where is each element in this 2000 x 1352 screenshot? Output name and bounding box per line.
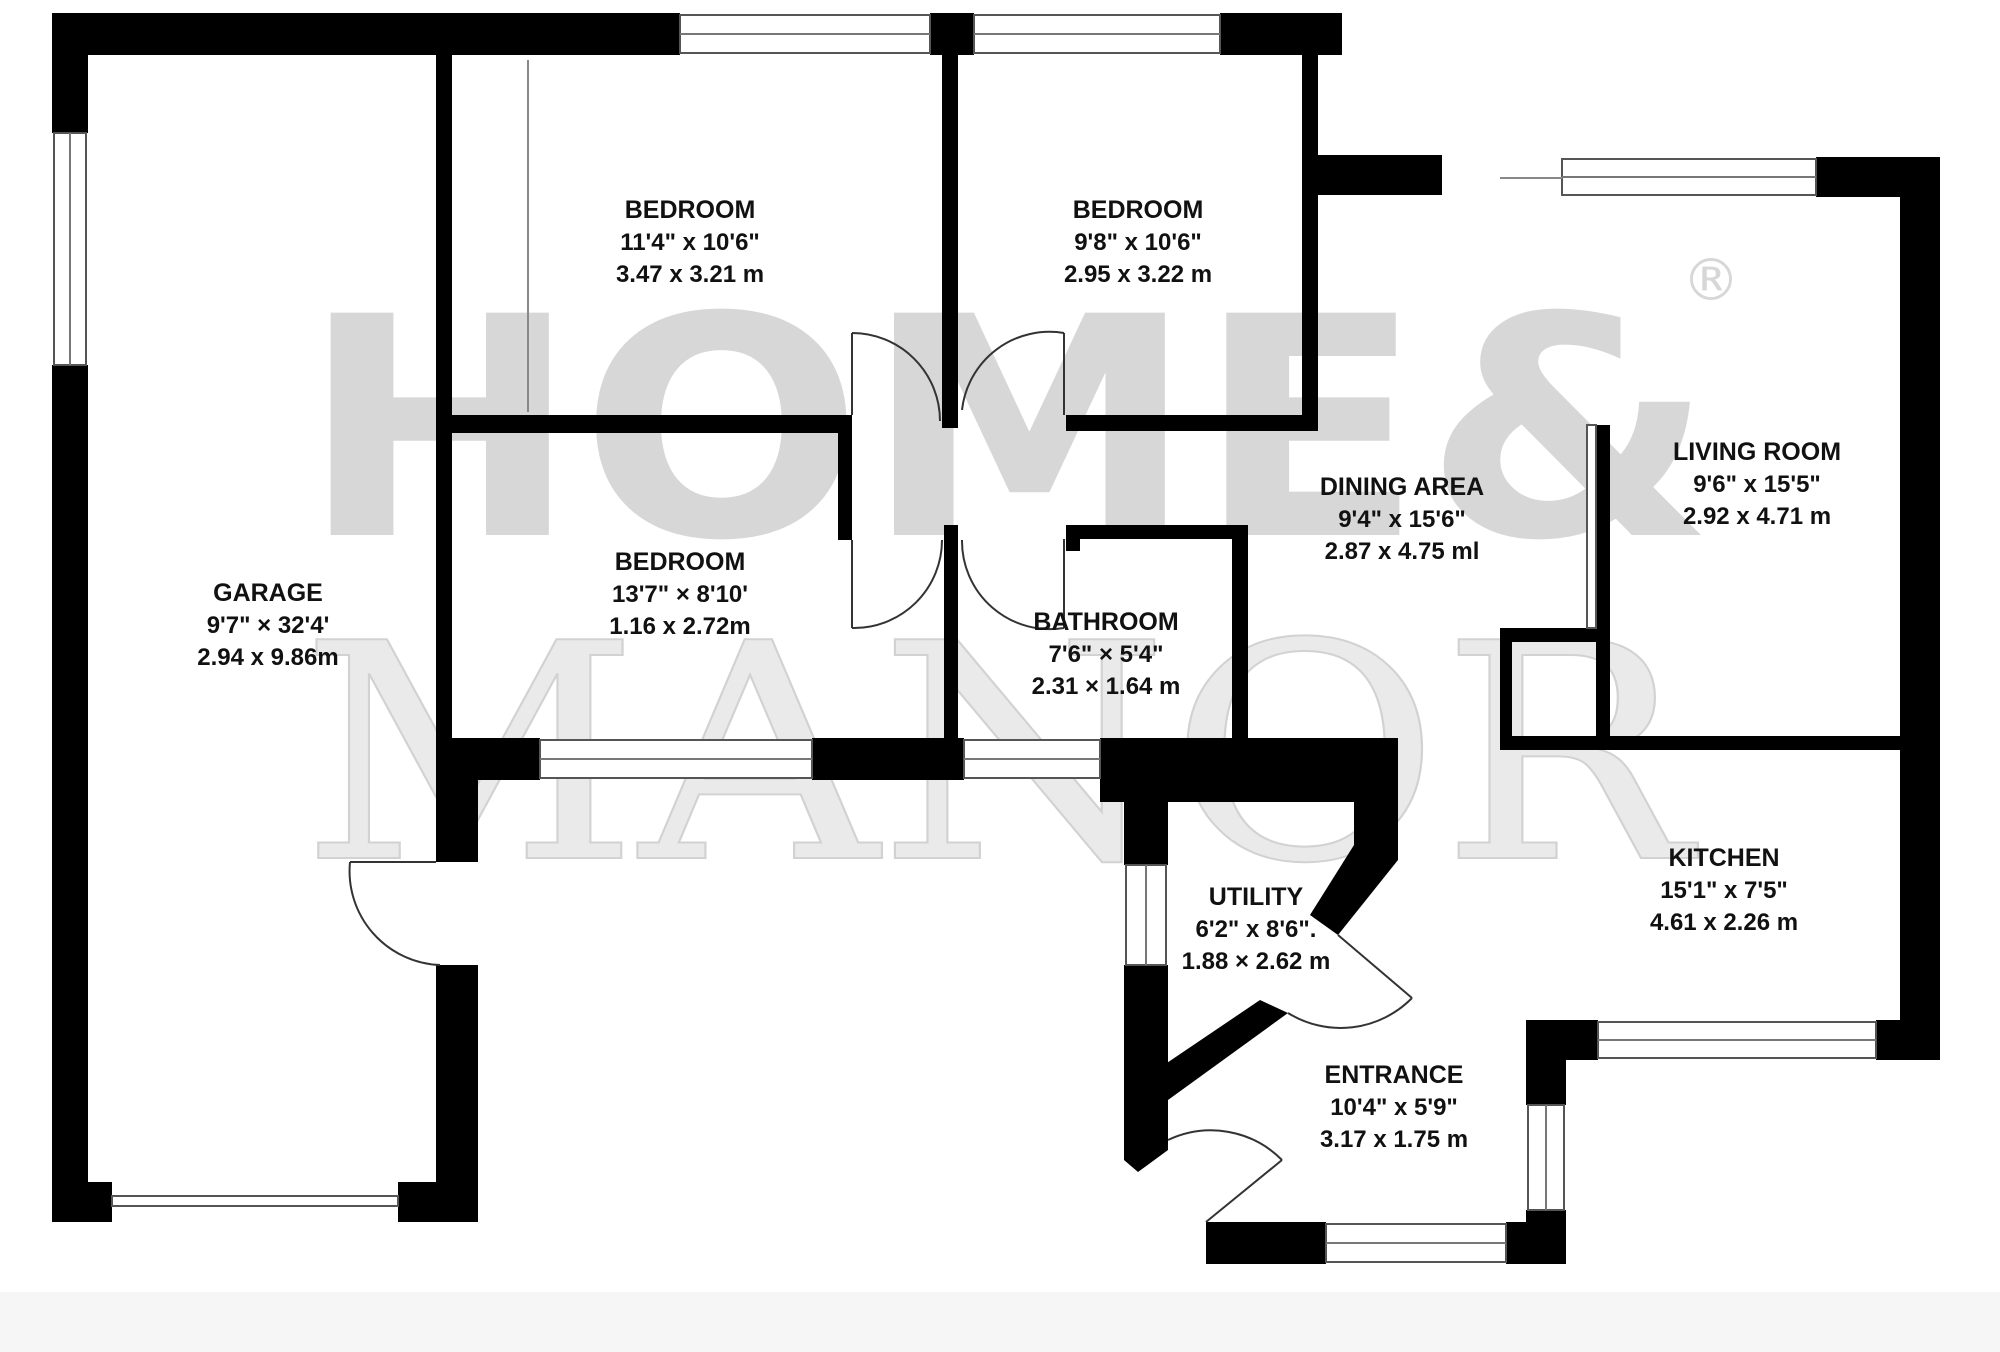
kitchen-imperial: 15'1" x 7'5": [1660, 877, 1788, 904]
wall-entrance-bottom-left: [1206, 1222, 1326, 1264]
kitchen-name: KITCHEN: [1668, 844, 1779, 872]
garage-door: [111, 1195, 399, 1207]
wall-garage-right-lower: [436, 965, 478, 1222]
bathroom-label: BATHROOM 7'6" × 5'4" 2.31 × 1.64 m: [1032, 608, 1181, 700]
wall-top-right: [1220, 13, 1342, 55]
wall-bedrooms-divider: [942, 13, 958, 428]
garage-label: GARAGE 9'7" × 32'4' 2.94 x 9.86m: [197, 579, 338, 671]
wall-garage-right: [436, 55, 452, 862]
wall-kitchen-bottom-left: [1526, 1020, 1598, 1060]
wall-utility-diagonal-lower: [1124, 1000, 1288, 1100]
wall-garage-bottom-left: [52, 1182, 112, 1222]
wall-bathroom-top: [1066, 525, 1246, 539]
dining-area-name: DINING AREA: [1320, 473, 1484, 501]
watermark-registered-mark: ®: [1682, 246, 1740, 314]
entrance-name: ENTRANCE: [1325, 1061, 1464, 1089]
garage-imperial: 9'7" × 32'4': [207, 612, 330, 639]
wall-mid-left: [436, 738, 540, 780]
bedroom-2-imperial: 9'8" x 10'6": [1074, 229, 1202, 256]
bedroom-2-metric: 2.95 x 3.22 m: [1064, 261, 1212, 288]
door-utility: [1337, 934, 1413, 999]
wall-mid-center: [812, 738, 964, 780]
bottom-margin-band: [0, 1292, 2000, 1352]
utility-metric: 1.88 × 2.62 m: [1182, 948, 1331, 975]
wall-kitchen-top: [1500, 736, 1940, 750]
dining-area-label: DINING AREA 9'4" x 15'6" 2.87 x 4.75 ml: [1320, 473, 1484, 565]
wall-top-left: [52, 13, 680, 55]
wall-garage-left: [52, 365, 88, 1222]
wall-entrance-right-bottom: [1526, 1210, 1566, 1264]
bedroom-3-metric: 1.16 x 2.72m: [609, 613, 750, 640]
utility-imperial: 6'2" x 8'6".: [1196, 916, 1317, 943]
living-room-partition: [1586, 424, 1597, 629]
utility-name: UTILITY: [1209, 883, 1304, 911]
wall-garage-left-top: [52, 13, 88, 133]
doors: [348, 330, 1413, 1223]
entrance-imperial: 10'4" x 5'9": [1330, 1094, 1458, 1121]
kitchen-metric: 4.61 x 2.26 m: [1650, 909, 1798, 936]
bedroom-3-label: BEDROOM 13'7" × 8'10' 1.16 x 2.72m: [609, 548, 750, 640]
living-room-metric: 2.92 x 4.71 m: [1683, 503, 1831, 530]
bedroom-1-metric: 3.47 x 3.21 m: [616, 261, 764, 288]
dining-area-imperial: 9'4" x 15'6": [1338, 506, 1466, 533]
wall-living-left: [1596, 425, 1610, 750]
entrance-metric: 3.17 x 1.75 m: [1320, 1126, 1468, 1153]
room-labels: BEDROOM 11'4" x 10'6" 3.47 x 3.21 m BEDR…: [197, 196, 1841, 1153]
bathroom-metric: 2.31 × 1.64 m: [1032, 673, 1181, 700]
bedroom-1-label: BEDROOM 11'4" x 10'6" 3.47 x 3.21 m: [616, 196, 764, 288]
wall-bedroom3-notch: [838, 415, 852, 540]
wall-bedroom2-stub: [1302, 155, 1442, 195]
wall-bedroom2-bottom: [1066, 415, 1318, 431]
garage-metric: 2.94 x 9.86m: [197, 644, 338, 671]
wall-utility-diagonal-right: [1310, 845, 1398, 935]
wall-cupboard-top: [1500, 628, 1610, 642]
wall-bathroom-left-stub: [1066, 525, 1080, 551]
living-room-label: LIVING ROOM 9'6" x 15'5" 2.92 x 4.71 m: [1673, 438, 1841, 530]
bedroom-2-name: BEDROOM: [1073, 196, 1204, 224]
door-entrance: [1205, 1159, 1283, 1223]
wall-bathroom-right: [1232, 525, 1248, 740]
wall-utility-bottom: [1124, 1100, 1168, 1172]
walls: [52, 13, 1940, 1264]
living-room-name: LIVING ROOM: [1673, 438, 1841, 466]
windows: [53, 14, 1877, 1263]
wall-bedroom1-bottom: [436, 415, 850, 433]
bedroom-1-imperial: 11'4" x 10'6": [620, 229, 760, 256]
bedroom-2-label: BEDROOM 9'8" x 10'6" 2.95 x 3.22 m: [1064, 196, 1212, 288]
bedroom-1-name: BEDROOM: [625, 196, 756, 224]
wall-living-right: [1900, 157, 1940, 1060]
wall-hall-vertical: [944, 525, 958, 740]
bathroom-name: BATHROOM: [1033, 608, 1178, 636]
wall-utility-right-stub: [1354, 780, 1398, 860]
bedroom-3-name: BEDROOM: [615, 548, 746, 576]
utility-label: UTILITY 6'2" x 8'6". 1.88 × 2.62 m: [1182, 883, 1331, 975]
watermark: HOME& MANOR ®: [299, 246, 1740, 930]
dining-area-metric: 2.87 x 4.75 ml: [1325, 538, 1480, 565]
entrance-label: ENTRANCE 10'4" x 5'9" 3.17 x 1.75 m: [1320, 1061, 1468, 1153]
living-room-imperial: 9'6" x 15'5": [1693, 471, 1821, 498]
bathroom-imperial: 7'6" × 5'4": [1049, 641, 1164, 668]
kitchen-label: KITCHEN 15'1" x 7'5" 4.61 x 2.26 m: [1650, 844, 1798, 936]
wall-utility-left-top: [1124, 780, 1168, 865]
bedroom-3-imperial: 13'7" × 8'10': [612, 581, 748, 608]
wall-bedroom2-right: [1302, 13, 1318, 431]
garage-name: GARAGE: [213, 579, 323, 607]
wall-cupboard-left: [1500, 628, 1512, 750]
